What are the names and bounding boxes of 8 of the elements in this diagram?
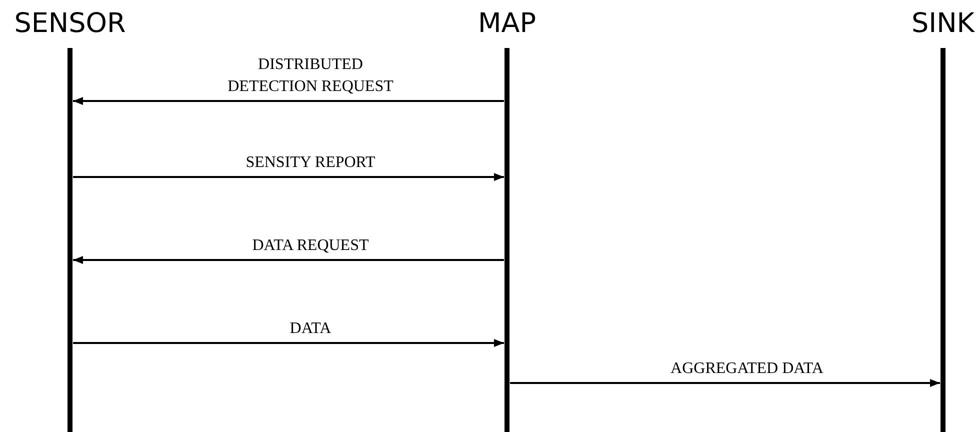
- lifeline-header: MAP: [478, 8, 536, 39]
- message-arrow: [73, 256, 504, 264]
- lifeline-header: SINK: [912, 8, 974, 39]
- message-arrow: [73, 173, 504, 181]
- message-arrow: [73, 97, 504, 105]
- message-arrow: [73, 339, 504, 347]
- lifeline-header: SENSOR: [14, 8, 126, 39]
- message-arrow: [510, 379, 940, 387]
